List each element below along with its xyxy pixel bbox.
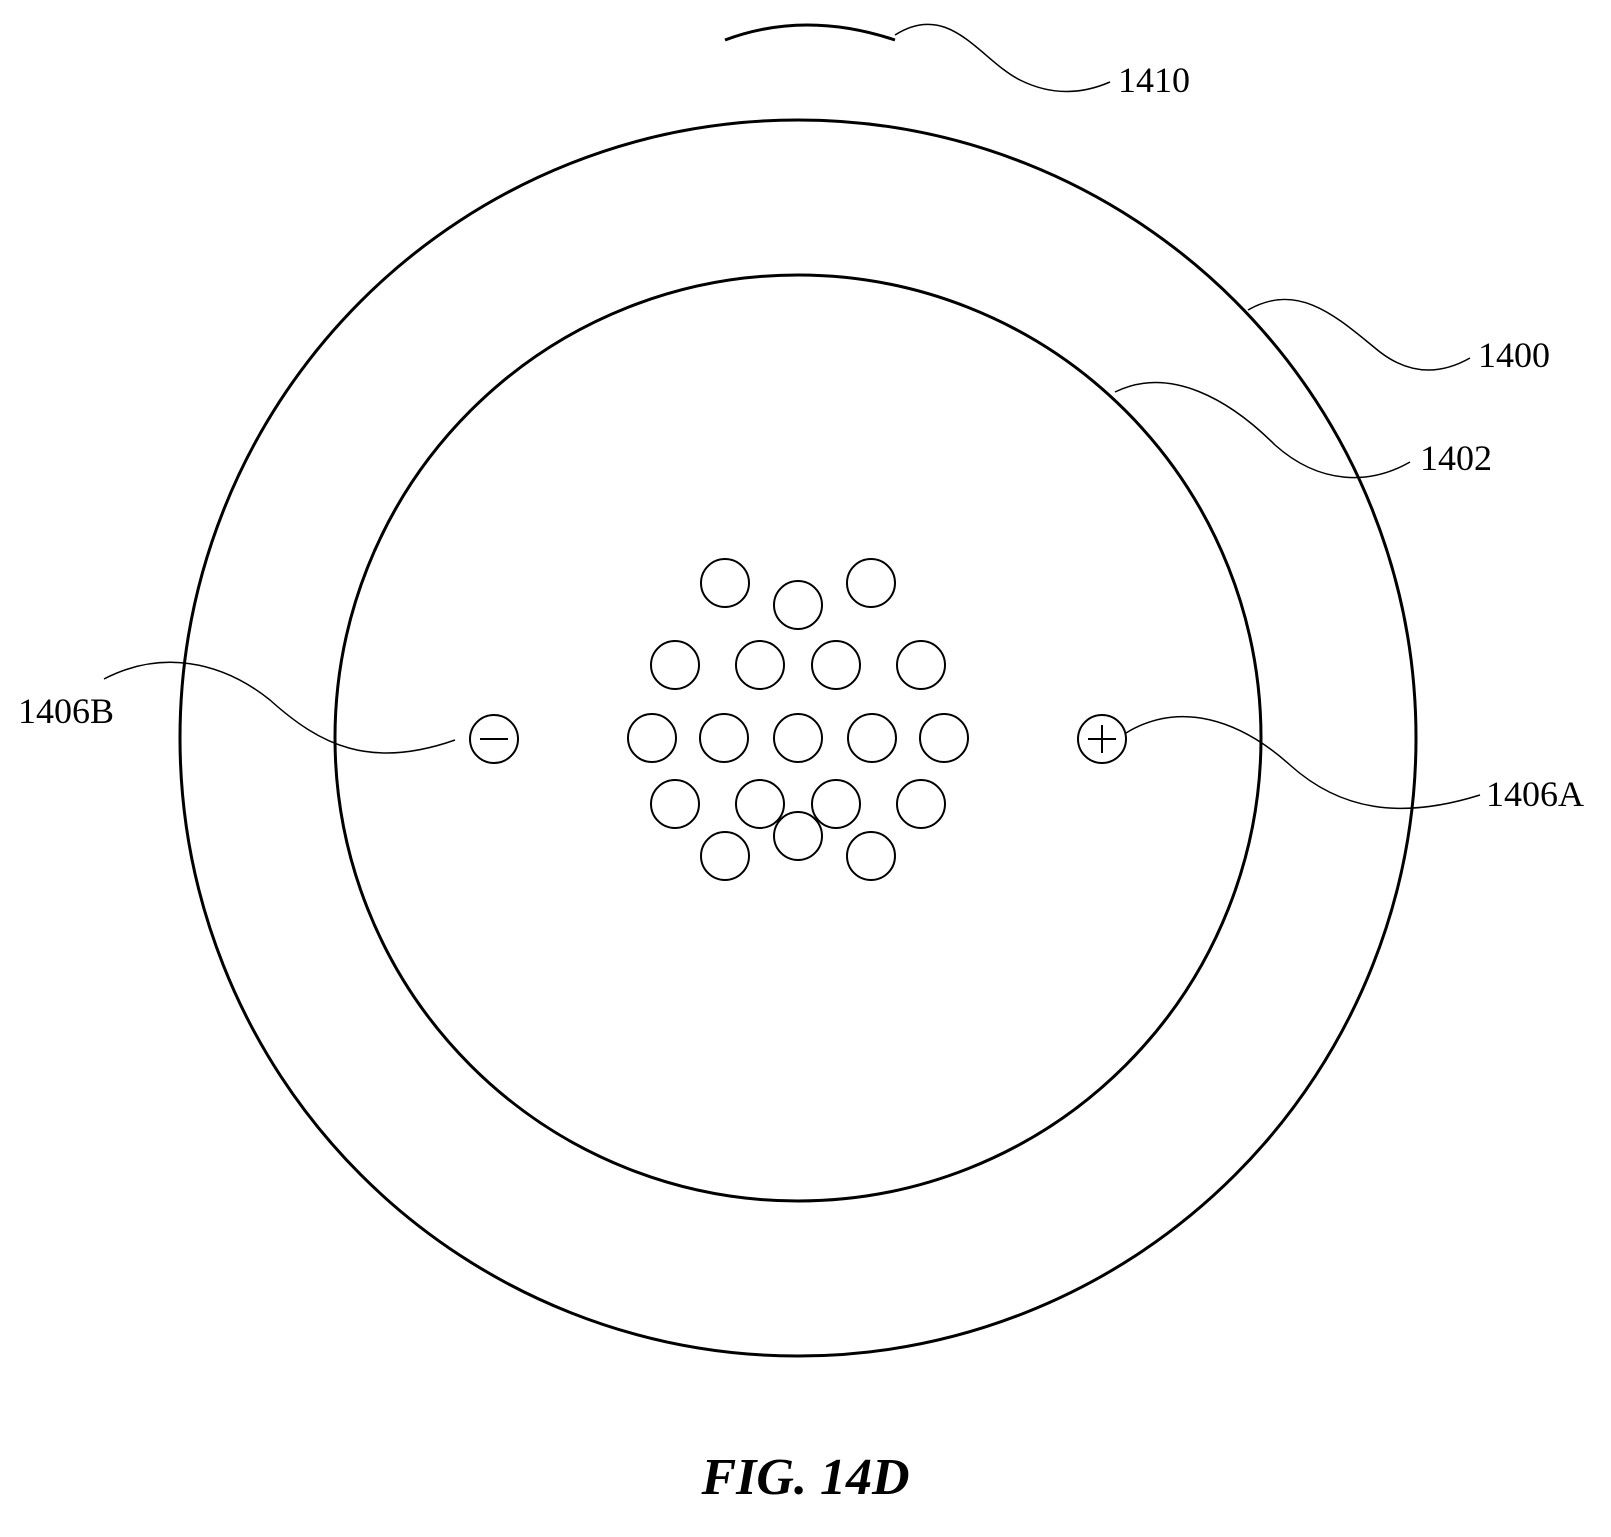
- label-1410: 1410: [1118, 60, 1190, 100]
- negative-electrode: [470, 715, 518, 763]
- hole: [812, 780, 860, 828]
- label-1406a: 1406A: [1486, 774, 1584, 814]
- hole: [651, 641, 699, 689]
- hole: [848, 714, 896, 762]
- hole: [897, 641, 945, 689]
- hole: [774, 581, 822, 629]
- leader-line-1406b: [104, 662, 455, 753]
- hole: [736, 780, 784, 828]
- hole: [700, 714, 748, 762]
- outer-circle-1400: [180, 120, 1416, 1356]
- hole: [701, 559, 749, 607]
- leader-line-1400: [1248, 299, 1470, 370]
- hole: [847, 559, 895, 607]
- leader-line-1406a: [1126, 717, 1480, 809]
- positive-electrode: [1078, 715, 1126, 763]
- hole: [736, 641, 784, 689]
- hole: [651, 780, 699, 828]
- inner-circle-1402: [335, 275, 1261, 1201]
- hole: [897, 780, 945, 828]
- label-1400: 1400: [1478, 335, 1550, 375]
- hole: [920, 714, 968, 762]
- hole: [812, 641, 860, 689]
- arc-1410: [725, 25, 895, 40]
- plus-icon: [1088, 725, 1116, 753]
- label-1406b: 1406B: [18, 691, 114, 731]
- hole: [628, 714, 676, 762]
- hole: [701, 832, 749, 880]
- hole: [847, 832, 895, 880]
- figure-caption: FIG. 14D: [0, 1448, 1611, 1507]
- leader-line-1402: [1115, 383, 1410, 478]
- label-1402: 1402: [1420, 438, 1492, 478]
- leader-line-1410: [895, 24, 1110, 91]
- hole: [774, 812, 822, 860]
- hole-pattern: [628, 559, 968, 880]
- hole: [774, 714, 822, 762]
